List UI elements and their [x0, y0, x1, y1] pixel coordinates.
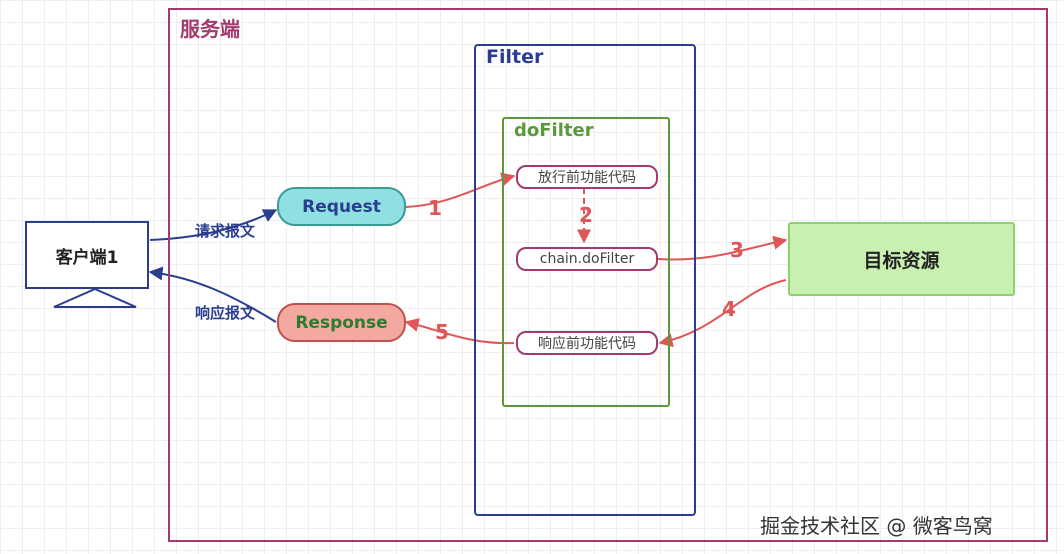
dofilter-region — [502, 117, 670, 407]
target-resource-label: 目标资源 — [863, 249, 940, 272]
response-node: Response — [277, 303, 406, 342]
flow-arrow-3 — [657, 235, 788, 261]
dofilter-title: doFilter — [514, 120, 594, 141]
step-respond-code: 响应前功能代码 — [516, 331, 658, 355]
filter-region — [474, 44, 696, 516]
server-title: 服务端 — [180, 17, 240, 41]
step-chain-dofilter: chain.doFilter — [516, 247, 658, 271]
flow-number-2: 2 — [579, 203, 593, 227]
request-arrow-label: 请求报文 — [195, 222, 256, 240]
watermark: 掘金技术社区 @ 微客鸟窝 — [760, 514, 993, 538]
filter-title: Filter — [486, 46, 544, 68]
flow-arrow-4 — [658, 279, 787, 348]
response-arrow-label: 响应报文 — [195, 304, 256, 322]
flow-number-4: 4 — [722, 297, 736, 321]
client-label: 客户端1 — [55, 247, 119, 268]
flow-number-3: 3 — [730, 238, 744, 262]
target-resource-node: 目标资源 — [788, 222, 1015, 296]
client-monitor: 客户端1 — [25, 221, 149, 289]
monitor-stand-icon — [53, 287, 137, 308]
request-node: Request — [277, 187, 406, 226]
flow-number-1: 1 — [428, 196, 442, 220]
flow-arrow-5 — [404, 318, 515, 345]
response-arrow — [148, 266, 277, 323]
step-pass-code: 放行前功能代码 — [516, 165, 658, 189]
flow-number-5: 5 — [435, 320, 449, 344]
server-region — [168, 8, 1048, 542]
request-arrow — [149, 209, 278, 241]
